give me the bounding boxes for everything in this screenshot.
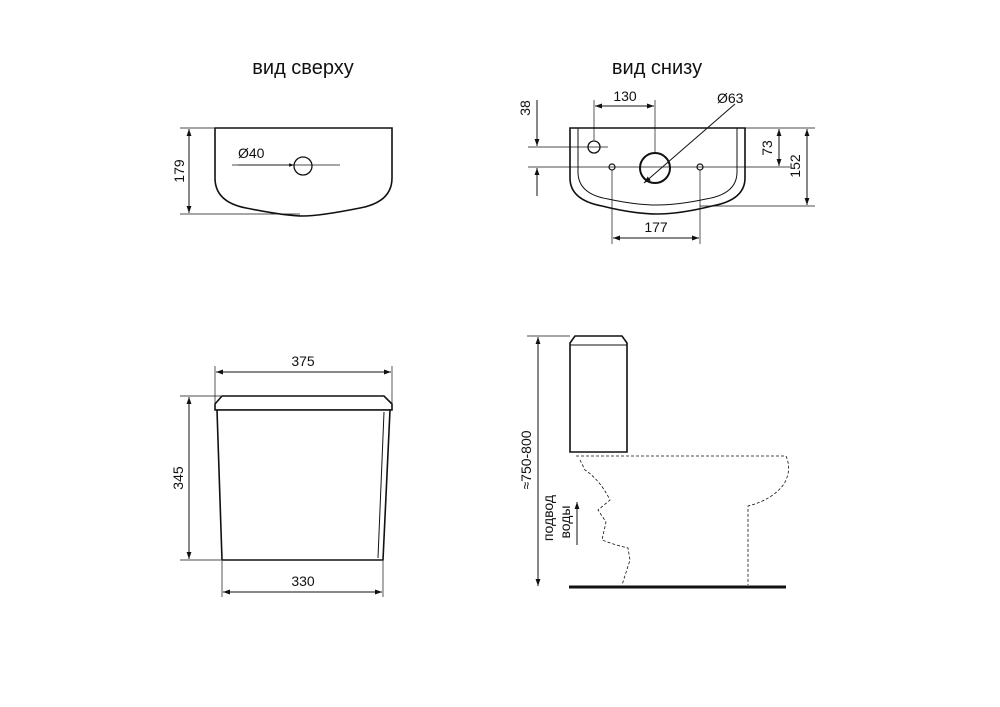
tank-body-edge [377,411,385,559]
hole-40 [293,156,313,176]
front-view: 375 345 330 [170,353,393,597]
outlet-hole-63 [639,152,671,184]
dim-152: 152 [787,154,803,178]
side-view: ≈750-800 подвод воды [518,335,789,589]
tank-bottom-inner [577,128,738,206]
side-tank [569,335,628,453]
dim-leader-63 [643,103,736,184]
dim-hole-40: Ø40 [238,145,265,161]
water-supply-label-2: воды [557,506,573,539]
dim-375: 375 [291,353,315,369]
dim-38: 38 [517,100,533,116]
dim-179: 179 [171,159,187,183]
tank-lid [214,395,393,411]
toilet-bowl-dashed [576,455,789,585]
tank-top-outline [214,127,393,217]
dim-73: 73 [759,140,775,156]
dim-345: 345 [170,466,186,490]
dim-330: 330 [291,573,315,589]
top-view-title: вид сверху [252,57,353,79]
dim-63: Ø63 [717,90,744,106]
dim-177: 177 [644,219,668,235]
water-supply-label-1: подвод [540,495,556,541]
toilet-pedestal-dashed [579,459,631,586]
bottom-view-title: вид снизу [612,57,702,79]
tank-body [216,409,391,561]
dim-130: 130 [613,88,637,104]
dim-install-height: ≈750-800 [518,430,534,489]
bottom-view: вид снизу 38 130 Ø63 73 152 [517,57,815,244]
top-view: вид сверху Ø40 179 [171,57,393,217]
